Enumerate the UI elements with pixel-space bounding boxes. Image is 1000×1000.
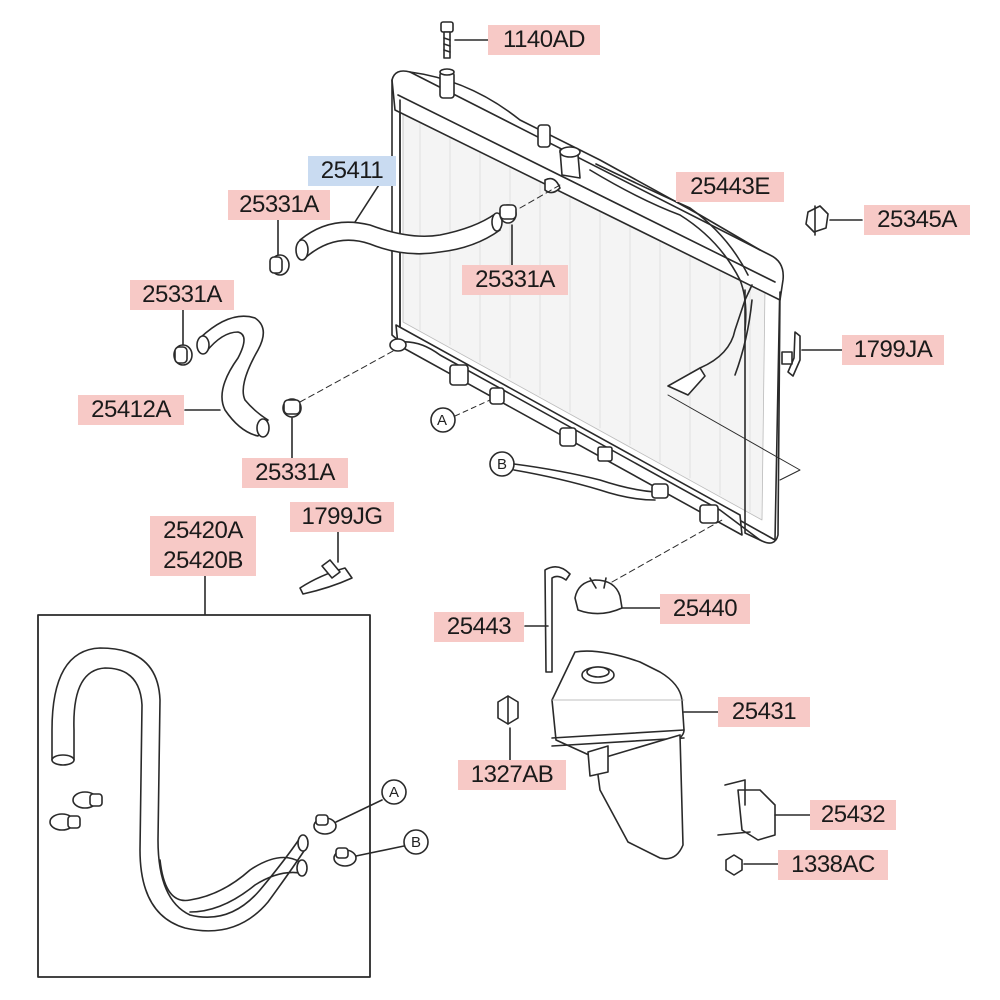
callout-b-inset-letter: B [411, 834, 421, 851]
radiator[interactable] [389, 68, 801, 544]
nut-1327ab[interactable] [497, 695, 519, 761]
bracket-25345a[interactable] [805, 205, 863, 236]
sensor-1799ja[interactable] [781, 331, 843, 377]
overflow-hose-25443[interactable] [524, 566, 571, 673]
part-label-25331a-lower-right[interactable]: 25331A [242, 458, 348, 488]
callout-b-inset [403, 829, 429, 855]
callout-a-inset [381, 779, 407, 805]
part-label-25443[interactable]: 25443 [434, 612, 524, 642]
clamp-upper-right[interactable] [499, 184, 561, 266]
clamp-lower-left[interactable] [173, 307, 193, 366]
part-label-25432[interactable]: 25432 [810, 800, 896, 830]
part-label-25431[interactable]: 25431 [718, 697, 810, 727]
part-label-25440[interactable]: 25440 [660, 594, 750, 624]
cap-25440[interactable] [574, 519, 723, 615]
part-label-25331a-upper-right[interactable]: 25331A [462, 265, 568, 295]
nut-1338ac[interactable] [725, 854, 779, 876]
upper-hose-25411[interactable] [295, 159, 503, 261]
callout-a-main [430, 399, 491, 433]
part-label-1799jg[interactable]: 1799JG [290, 502, 394, 532]
inset-hose-kit[interactable] [37, 614, 405, 978]
part-label-1799ja[interactable]: 1799JA [842, 335, 944, 365]
bolt-1140ad[interactable] [440, 21, 489, 59]
clip-1799jg[interactable] [299, 529, 353, 595]
part-label-25420b[interactable]: 25420B [150, 546, 256, 576]
part-label-25420a[interactable]: 25420A [150, 516, 256, 546]
clamp-upper-left[interactable] [269, 217, 290, 276]
part-label-1327ab[interactable]: 1327AB [458, 760, 566, 790]
callout-a-inset-letter: A [389, 784, 399, 801]
part-label-1140ad[interactable]: 1140AD [488, 25, 600, 55]
callout-b-main [489, 451, 669, 501]
part-label-25345a[interactable]: 25345A [864, 205, 970, 235]
callout-a-main-letter: A [437, 412, 447, 429]
part-label-1338ac[interactable]: 1338AC [778, 850, 888, 880]
part-label-25443e[interactable]: 25443E [676, 172, 784, 202]
clamp-lower-right[interactable] [282, 349, 396, 459]
part-label-25411[interactable]: 25411 [308, 156, 396, 186]
callout-b-main-letter: B [497, 456, 507, 473]
part-label-25412a[interactable]: 25412A [78, 395, 184, 425]
lower-hose-25412a[interactable] [184, 315, 270, 438]
part-label-25331a-lower-left[interactable]: 25331A [130, 280, 234, 310]
reservoir-25431[interactable] [551, 650, 719, 860]
bracket-25432[interactable] [717, 779, 811, 841]
part-label-25331a-upper-left[interactable]: 25331A [228, 190, 330, 220]
